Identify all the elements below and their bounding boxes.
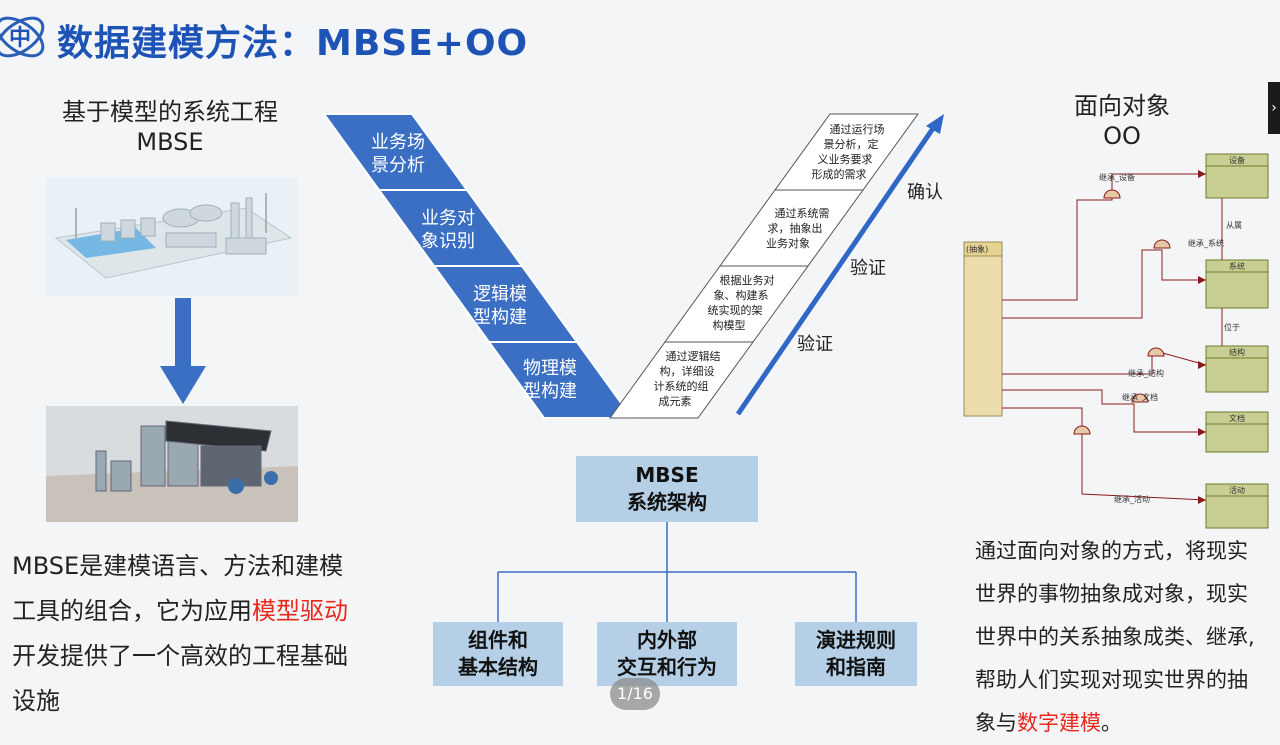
architecture-root-box: MBSE 系统架构 xyxy=(576,456,758,522)
uml-class-activity-label: 活动 xyxy=(1229,485,1245,495)
oo-desc-line5-part1: 象与 xyxy=(975,711,1017,735)
v-left-step-1-line1: 业务场 xyxy=(371,132,425,153)
oo-description: 通过面向对象的方式，将现实 世界的事物抽象成对象，现实 世界中的关系抽象成类、继… xyxy=(975,530,1275,745)
architecture-child-evolution: 演进规则 和指南 xyxy=(795,622,917,686)
architecture-child-3-line2: 和指南 xyxy=(826,655,886,679)
uml-class-device xyxy=(1205,153,1269,199)
architecture-child-interaction: 内外部 交互和行为 xyxy=(597,622,737,686)
architecture-child-3-line1: 演进规则 xyxy=(816,628,896,652)
oo-heading-line2: OO xyxy=(1103,122,1141,150)
v-left-step-1-line2: 景分析 xyxy=(371,155,425,176)
architecture-child-1-line1: 组件和 xyxy=(468,628,528,652)
architecture-child-1-line2: 基本结构 xyxy=(458,655,538,679)
uml-relation-inherit-activity: 继承_活动 xyxy=(1114,494,1150,504)
page-indicator[interactable]: 1/16 xyxy=(610,678,660,710)
uml-class-document xyxy=(1205,411,1269,453)
v-right-step-4-line3: 计系统的组 xyxy=(654,379,709,393)
uml-relation-inherit-system: 继承_系统 xyxy=(1188,238,1224,248)
uml-relation-inherit-document: 继承_文档 xyxy=(1122,392,1158,402)
v-right-step-3-line2: 象、构建系 xyxy=(714,288,769,302)
mbse-desc-highlight: 模型驱动 xyxy=(252,597,348,625)
architecture-root-line1: MBSE xyxy=(635,463,699,487)
v-left-step-4-line2: 型构建 xyxy=(523,381,577,402)
plant-model-image xyxy=(46,178,298,296)
uml-class-structure-label: 结构 xyxy=(1229,347,1245,357)
mbse-heading: 基于模型的系统工程 MBSE xyxy=(20,97,320,157)
architecture-child-components: 组件和 基本结构 xyxy=(433,622,563,686)
uml-class-diagram: (抽象) 设备 系统 结构 文档 活动 继承_设备 从属 继承_系 xyxy=(962,150,1280,532)
v-label-confirm: 确认 xyxy=(907,182,943,203)
mbse-description: MBSE是建模语言、方法和建模工具的组合，它为应用模型驱动开发提供了一个高效的工… xyxy=(12,544,352,724)
v-model-diagram: 业务场 景分析 业务对 象识别 逻辑模 型构建 物理模 型构建 通过运行场 景分… xyxy=(322,113,944,419)
v-right-step-1-line2: 景分析，定 xyxy=(824,137,879,151)
uml-relation-inherit-structure: 继承_结构 xyxy=(1128,368,1164,378)
architecture-root-line2: 系统架构 xyxy=(627,490,707,514)
v-validation-arrow xyxy=(735,122,939,416)
v-right-step-1-line4: 形成的需求 xyxy=(812,167,867,181)
v-left-step-4-line1: 物理模 xyxy=(523,358,577,379)
v-left-step-2-line1: 业务对 xyxy=(421,208,475,229)
oo-desc-line1: 通过面向对象的方式，将现实 xyxy=(975,539,1248,563)
plant-photo-image xyxy=(46,406,298,522)
v-right-step-4-line4: 成元素 xyxy=(659,395,692,408)
oo-desc-line5-part2: 。 xyxy=(1101,711,1122,735)
v-right-step-1-line1: 通过运行场 xyxy=(830,122,885,136)
chevron-down-icon[interactable]: › xyxy=(1268,82,1280,134)
architecture-connectors xyxy=(497,520,857,622)
v-left-step-2-line2: 象识别 xyxy=(421,231,475,252)
arrow-up-right-icon xyxy=(926,114,944,134)
v-right-step-4-line1: 通过逻辑结 xyxy=(666,349,721,363)
arrow-down-icon xyxy=(160,298,206,406)
v-label-verify-2: 验证 xyxy=(797,334,833,355)
uml-class-activity xyxy=(1205,483,1269,529)
v-label-verify-1: 验证 xyxy=(850,258,886,279)
v-right-step-1-line3: 义业务要求 xyxy=(818,153,873,166)
mbse-heading-line2: MBSE xyxy=(136,128,204,156)
uml-relation-located: 位于 xyxy=(1224,322,1240,332)
v-left-step-3-line2: 型构建 xyxy=(473,307,527,328)
v-right-step-2-line2: 求，抽象出 xyxy=(768,221,823,235)
uml-relation-inherit-device: 继承_设备 xyxy=(1099,172,1135,182)
logo: 中 xyxy=(0,0,48,74)
v-right-step-3-line4: 构模型 xyxy=(713,318,746,332)
page-title: 数据建模方法：MBSE+OO xyxy=(57,23,529,64)
uml-class-system-label: 系统 xyxy=(1229,261,1245,271)
logo-text: 中 xyxy=(9,26,31,51)
oo-heading: 面向对象 OO xyxy=(1052,91,1192,151)
oo-desc-highlight: 数字建模 xyxy=(1017,711,1101,735)
mbse-desc-part2: 开发提供了一个高效的工程基础设施 xyxy=(12,642,348,715)
oo-desc-line4: 帮助人们实现对现实世界的抽 xyxy=(975,668,1248,692)
uml-class-structure xyxy=(1205,345,1269,393)
architecture-child-2-line1: 内外部 xyxy=(637,628,697,652)
v-right-step-3-line3: 统实现的架 xyxy=(708,303,763,317)
uml-class-device-label: 设备 xyxy=(1229,155,1245,165)
oo-desc-line3: 世界中的关系抽象成类、继承, xyxy=(975,625,1255,649)
uml-class-document-label: 文档 xyxy=(1229,413,1245,423)
mbse-heading-line1: 基于模型的系统工程 xyxy=(62,98,278,126)
uml-abstract-class xyxy=(963,241,1003,417)
v-right-step-3-line1: 根据业务对 xyxy=(720,273,775,287)
v-left-step-4 xyxy=(487,341,634,419)
oo-desc-line2: 世界的事物抽象成对象，现实 xyxy=(975,582,1248,606)
v-right-step-4 xyxy=(609,341,754,419)
uml-class-system xyxy=(1205,259,1269,309)
v-right-step-2-line3: 业务对象 xyxy=(766,236,810,250)
v-right-step-2-line1: 通过系统需 xyxy=(775,207,830,220)
mbse-desc-part1: MBSE是建模语言、方法和建模工具的组合，它为应用 xyxy=(12,552,344,625)
architecture-child-2-line2: 交互和行为 xyxy=(617,655,717,679)
v-left-step-3-line1: 逻辑模 xyxy=(473,284,527,305)
oo-desc-line5: 象与数字建模。 xyxy=(975,702,1275,745)
v-right-step-4-line2: 构，详细设 xyxy=(660,364,715,378)
uml-relation-belongs: 从属 xyxy=(1226,221,1242,230)
oo-heading-line1: 面向对象 xyxy=(1074,92,1170,120)
uml-abstract-title: (抽象) xyxy=(966,244,988,254)
